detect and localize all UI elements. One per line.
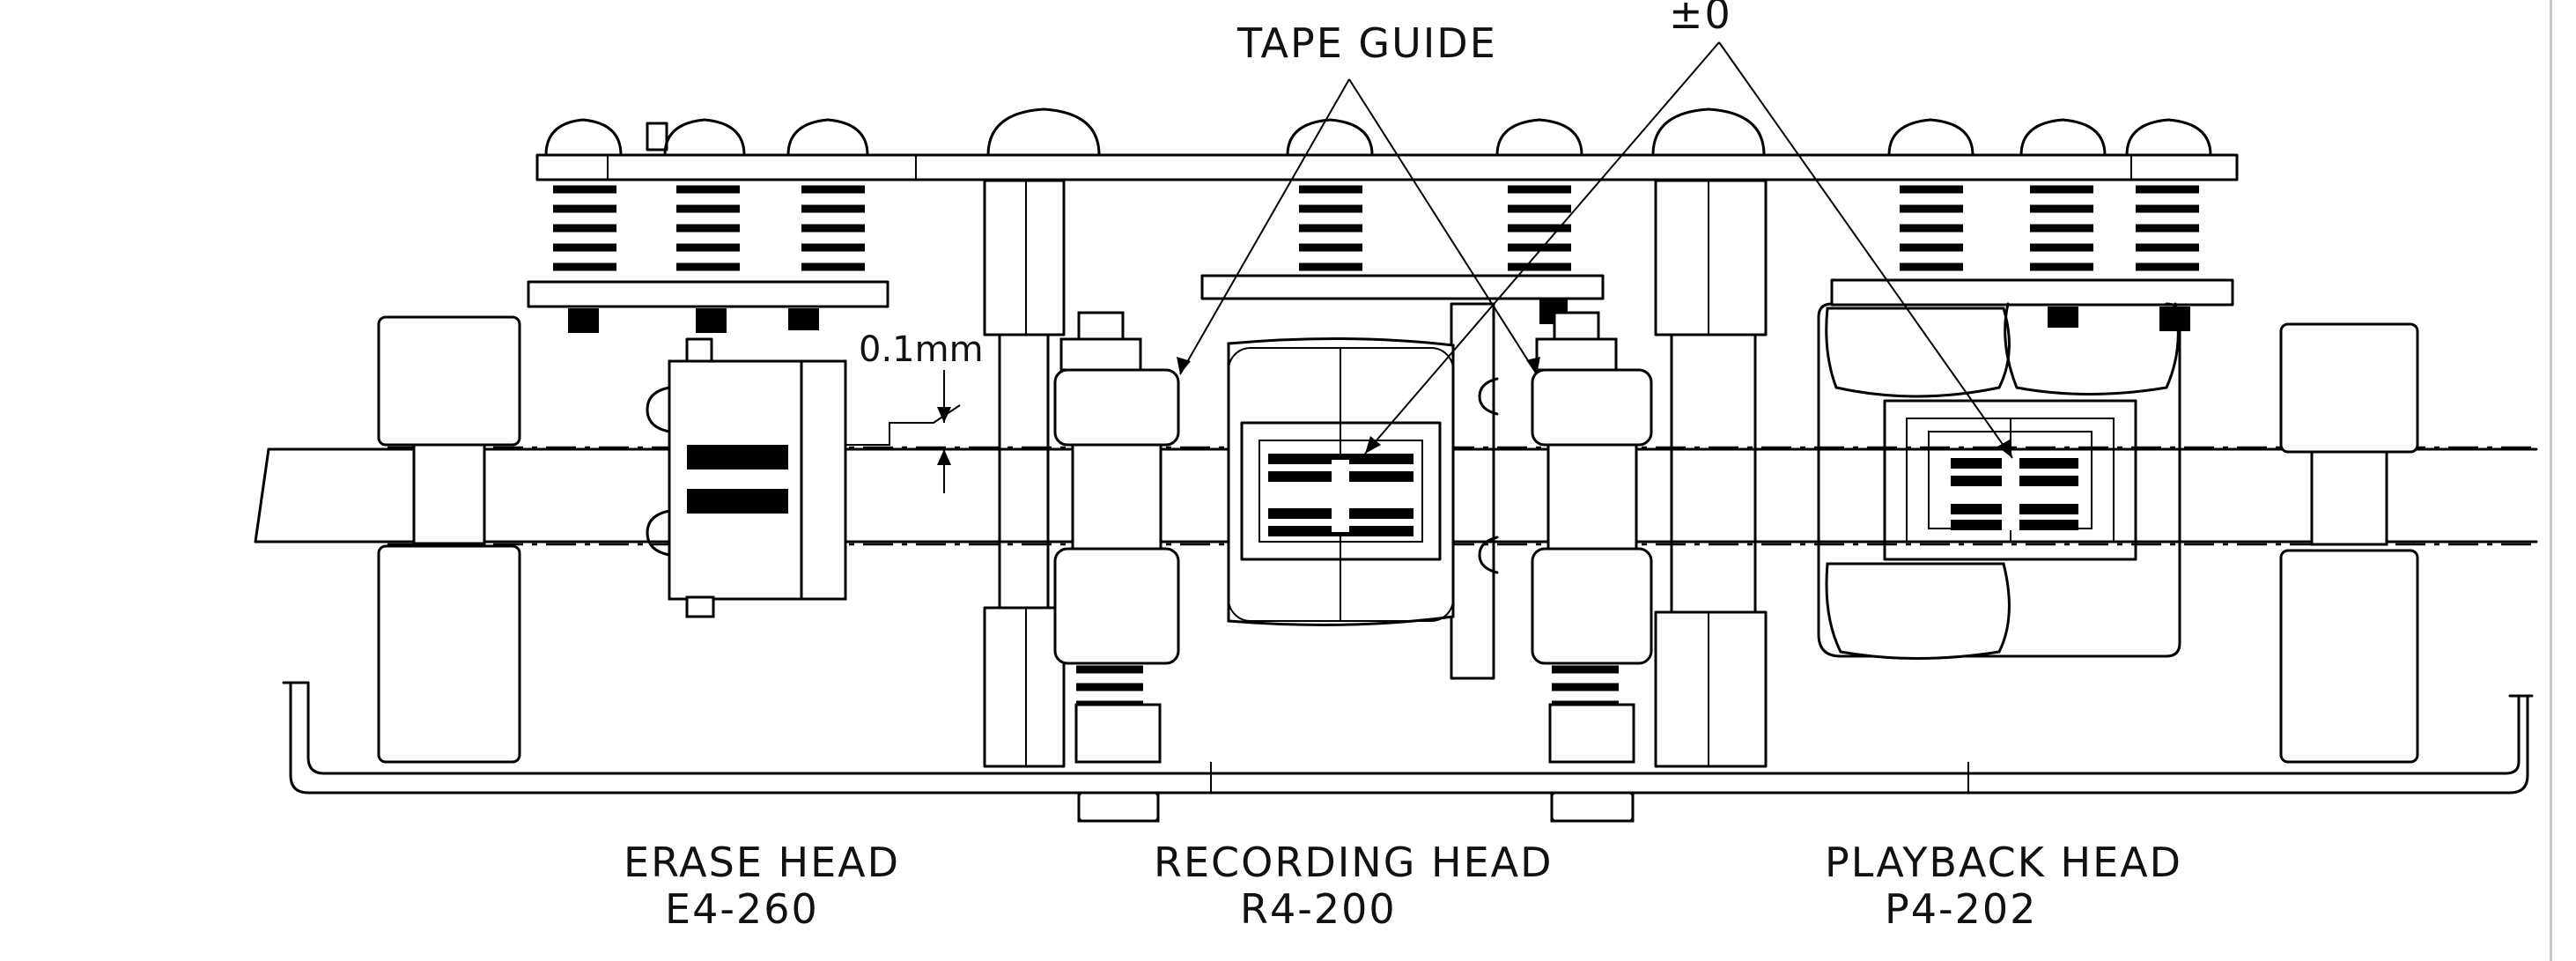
recording-head [1227, 302, 1495, 680]
spring-guide-right-lower [1552, 665, 1619, 709]
erase-head [646, 337, 847, 618]
spring-playback-2 [2030, 185, 2093, 271]
spring-recording-1 [1299, 185, 1362, 271]
head-plates [527, 274, 2234, 333]
support-columns [983, 179, 1768, 768]
erase-head-label: ERASE HEAD [624, 839, 900, 886]
playback-head-model: P4-202 [1885, 885, 2037, 933]
erase-head-model: E4-260 [665, 885, 819, 933]
base-tray [282, 681, 2534, 795]
spring-recording-2 [1508, 185, 1571, 271]
playback-head-label: PLAYBACK HEAD [1825, 839, 2182, 886]
springs [553, 185, 2199, 709]
right-roller-post [2279, 322, 2419, 764]
gap-dimension [845, 370, 961, 493]
page-edge-line [2550, 0, 2552, 961]
tape-guide-right [1478, 311, 1653, 823]
gap-label: 0.1mm [859, 329, 984, 370]
tape-guide-label: TAPE GUIDE [1236, 19, 1497, 67]
playback-head [1817, 302, 2181, 660]
spring-erase-3 [801, 185, 865, 271]
spring-erase-1 [553, 185, 616, 271]
spring-playback-3 [2136, 185, 2199, 271]
recording-head-model: R4-200 [1240, 885, 1397, 933]
recording-head-label: RECORDING HEAD [1154, 839, 1554, 886]
spring-erase-2 [676, 185, 740, 271]
screw-heads [544, 107, 2212, 157]
left-roller-post [377, 315, 521, 764]
bottom-nuts [1077, 791, 1635, 823]
spring-guide-left-lower [1076, 665, 1143, 709]
spring-playback-1 [1900, 185, 1963, 271]
tolerance-label: ±0 [1669, 0, 1732, 38]
top-plate [535, 153, 2239, 181]
tape-guide-left [1053, 311, 1180, 823]
leader-lines [1177, 41, 2013, 459]
